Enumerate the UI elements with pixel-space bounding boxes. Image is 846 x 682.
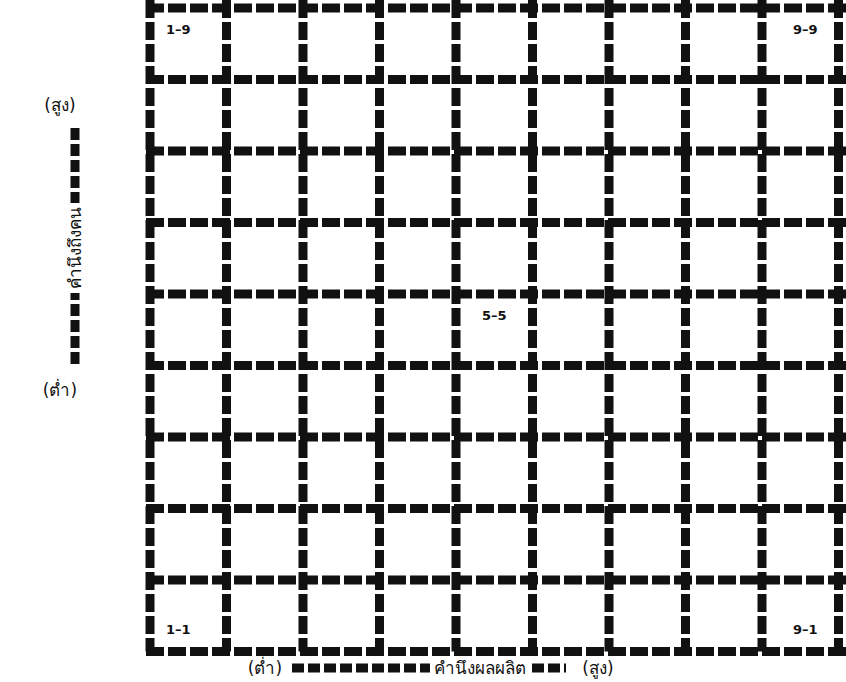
- grid-line: [758, 0, 767, 652]
- grid-line: [146, 576, 846, 585]
- grid-line: [834, 0, 843, 652]
- axis-title: คำนึงผลผลิต: [430, 658, 530, 678]
- grid-line: [299, 0, 308, 652]
- grid-line: [146, 647, 846, 656]
- axis-end-label: (สูง): [578, 658, 617, 678]
- grid-line: [146, 361, 846, 370]
- grid-line: [375, 0, 384, 652]
- axis-end-label: (สูง): [40, 95, 79, 115]
- grid-coordinate: 5–5: [479, 307, 510, 325]
- axis-title: คำนึงถึงคน: [65, 203, 85, 293]
- grid-line: [146, 0, 155, 652]
- grid-coordinate: 1–9: [163, 21, 194, 39]
- grid-line: [146, 75, 846, 84]
- axis-end-label: (ต่ำ): [39, 380, 81, 400]
- grid-line: [146, 290, 846, 299]
- grid-line: [146, 218, 846, 227]
- grid-line: [146, 504, 846, 513]
- grid-coordinate: 1–1: [163, 621, 194, 639]
- axis-end-label: (ต่ำ): [244, 658, 286, 678]
- grid-line: [681, 0, 690, 652]
- grid-lines: [146, 0, 846, 652]
- grid-line: [146, 4, 846, 13]
- grid-line: [146, 433, 846, 442]
- grid-line: [452, 0, 461, 652]
- grid-line: [528, 0, 537, 652]
- grid-line: [222, 0, 231, 652]
- grid-coordinate: 9–9: [790, 21, 821, 39]
- grid-line: [146, 147, 846, 156]
- grid-line: [605, 0, 614, 652]
- grid-coordinate: 9–1: [790, 621, 821, 639]
